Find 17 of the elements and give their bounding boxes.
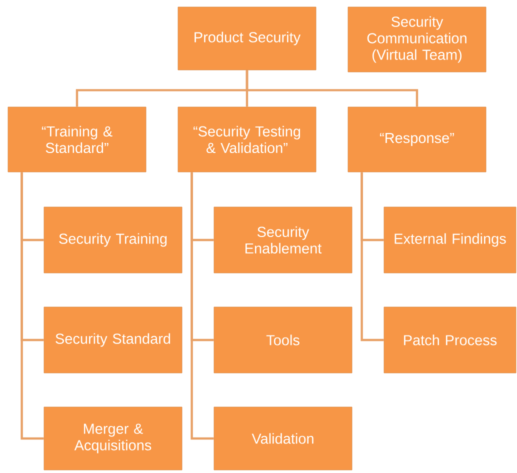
org-box: Tools — [214, 306, 352, 374]
org-box: Security Standard — [44, 306, 182, 374]
org-box: “Security Testing & Validation” — [178, 106, 316, 172]
org-box: Merger & Acquisitions — [44, 406, 182, 470]
org-box: Patch Process — [384, 306, 516, 374]
connector-line — [360, 172, 384, 342]
org-box: “Training & Standard” — [8, 106, 146, 172]
org-box: Product Security — [178, 6, 316, 70]
connector-line — [20, 172, 44, 440]
connector-line — [246, 70, 418, 107]
org-box: Security Training — [44, 206, 182, 274]
connector-line — [190, 172, 214, 440]
org-box: Validation — [214, 406, 352, 470]
org-box: Security Communication (Virtual Team) — [348, 6, 486, 72]
org-box: External Findings — [384, 206, 516, 274]
org-box: Security Enablement — [214, 206, 352, 274]
org-box: “Response” — [348, 106, 486, 172]
